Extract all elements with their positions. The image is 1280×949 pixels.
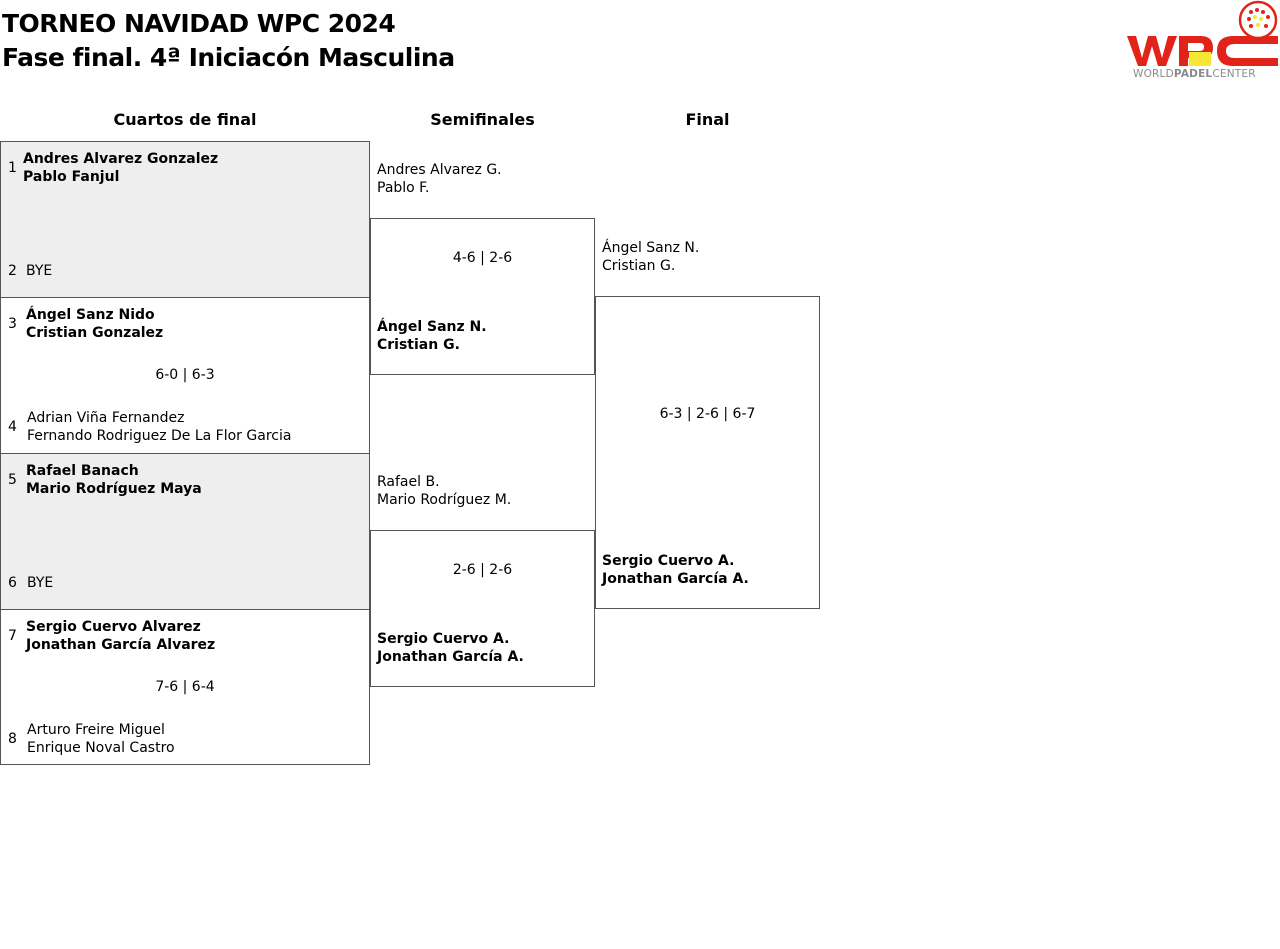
player-name: Enrique Noval Castro xyxy=(27,740,175,756)
seed-number: 1 xyxy=(8,160,17,176)
player-name: Jonathan García A. xyxy=(377,649,524,665)
team-entry: Sergio Cuervo A. Jonathan García A. xyxy=(602,552,749,588)
player-name: Jonathan García A. xyxy=(602,571,749,587)
final-match: 6-3 | 2-6 | 6-7 Sergio Cuervo A. Jonatha… xyxy=(595,296,820,609)
player-name: Andres Alvarez G. xyxy=(377,162,502,178)
team-entry: Rafael Banach Mario Rodríguez Maya xyxy=(26,462,202,498)
seed-number: 5 xyxy=(8,472,17,488)
column-header-final: Final xyxy=(685,110,730,129)
team-entry: BYE xyxy=(27,574,53,592)
phase-subtitle: Fase final. 4ª Iniciacón Masculina xyxy=(2,43,455,72)
player-name: Jonathan García Alvarez xyxy=(26,637,216,653)
quarterfinal-match-2: 3 Ángel Sanz Nido Cristian Gonzalez 6-0 … xyxy=(0,297,370,453)
player-name: BYE xyxy=(27,575,54,591)
team-entry: Arturo Freire Miguel Enrique Noval Castr… xyxy=(27,721,175,757)
player-name: Sergio Cuervo Alvarez xyxy=(26,619,201,635)
quarterfinal-match-1: 1 Andres Alvarez Gonzalez Pablo Fanjul 2… xyxy=(0,141,370,297)
column-header-quarters: Cuartos de final xyxy=(113,110,257,129)
semifinal-match-2: 2-6 | 2-6 Sergio Cuervo A. Jonathan Garc… xyxy=(370,530,595,687)
player-name: Cristian G. xyxy=(377,337,460,353)
player-name: Andres Alvarez Gonzalez xyxy=(23,151,219,167)
seed-number: 7 xyxy=(8,628,17,644)
semifinal-2-top-team: Rafael B. Mario Rodríguez M. xyxy=(377,473,511,509)
player-name: Ángel Sanz N. xyxy=(377,319,487,335)
final-top-team: Ángel Sanz N. Cristian G. xyxy=(602,239,699,275)
seed-number: 6 xyxy=(8,575,17,591)
logo-wordmark: WORLDPADELCENTER xyxy=(1133,68,1256,80)
quarterfinal-match-3: 5 Rafael Banach Mario Rodríguez Maya 6 B… xyxy=(0,453,370,609)
seed-number: 4 xyxy=(8,419,17,435)
seed-number: 8 xyxy=(8,731,17,747)
player-name: Adrian Viña Fernandez xyxy=(27,410,185,426)
player-name: Sergio Cuervo A. xyxy=(602,553,735,569)
player-name: Cristian Gonzalez xyxy=(26,325,164,341)
player-name: Sergio Cuervo A. xyxy=(377,631,510,647)
team-entry: Sergio Cuervo A. Jonathan García A. xyxy=(377,630,524,666)
player-name: Ángel Sanz N. xyxy=(602,240,700,256)
quarterfinal-match-4: 7 Sergio Cuervo Alvarez Jonathan García … xyxy=(0,609,370,765)
semifinal-match-1: 4-6 | 2-6 Ángel Sanz N. Cristian G. xyxy=(370,218,595,375)
team-entry: Adrian Viña Fernandez Fernando Rodriguez… xyxy=(27,409,291,445)
player-name: Ángel Sanz Nido xyxy=(26,307,155,323)
seed-number: 2 xyxy=(8,263,17,279)
player-name: Pablo F. xyxy=(377,180,430,196)
match-score: 6-0 | 6-3 xyxy=(155,367,215,383)
player-name: Pablo Fanjul xyxy=(23,169,120,185)
player-name: Rafael B. xyxy=(377,474,440,490)
team-entry: Sergio Cuervo Alvarez Jonathan García Al… xyxy=(26,618,215,654)
player-name: Fernando Rodriguez De La Flor Garcia xyxy=(27,428,292,444)
match-score: 7-6 | 6-4 xyxy=(155,679,215,695)
player-name: Arturo Freire Miguel xyxy=(27,722,165,738)
player-name: Mario Rodríguez M. xyxy=(377,492,512,508)
tournament-title: TORNEO NAVIDAD WPC 2024 xyxy=(2,9,396,38)
player-name: Rafael Banach xyxy=(26,463,139,479)
team-entry: Andres Alvarez Gonzalez Pablo Fanjul xyxy=(23,150,218,186)
player-name: Mario Rodríguez Maya xyxy=(26,481,202,497)
seed-number: 3 xyxy=(8,316,17,332)
player-name: Cristian G. xyxy=(602,258,676,274)
match-score: 4-6 | 2-6 xyxy=(452,250,513,266)
match-score: 6-3 | 2-6 | 6-7 xyxy=(659,406,756,422)
team-entry: Ángel Sanz Nido Cristian Gonzalez xyxy=(26,306,163,342)
column-header-semis: Semifinales xyxy=(430,110,535,129)
semifinal-1-top-team: Andres Alvarez G. Pablo F. xyxy=(377,161,502,197)
wpc-logo: WORLDPADELCENTER xyxy=(1125,0,1280,84)
wpc-logo-graphic xyxy=(1127,0,1278,66)
match-score: 2-6 | 2-6 xyxy=(452,562,513,578)
team-entry: Ángel Sanz N. Cristian G. xyxy=(377,318,487,354)
team-entry: BYE xyxy=(26,262,52,280)
player-name: BYE xyxy=(26,263,53,279)
